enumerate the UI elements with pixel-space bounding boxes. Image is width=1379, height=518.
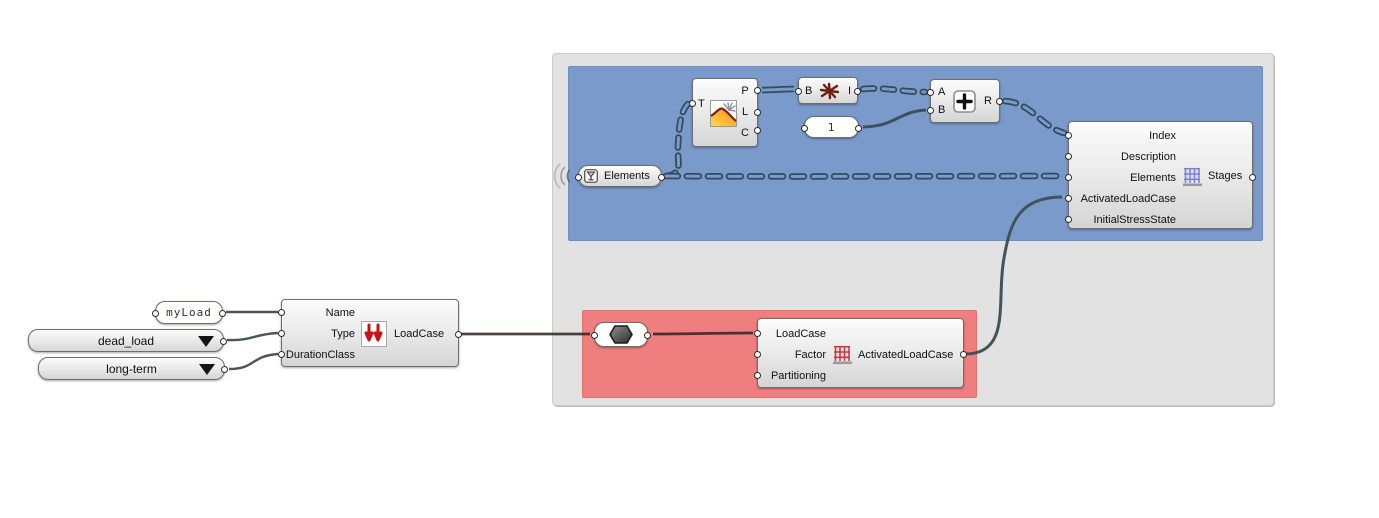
elements-output-nub[interactable] [658,173,665,181]
loadcase-component[interactable]: Name Type DurationClass LoadCase [278,299,462,367]
addition-input-label: A [938,86,946,98]
addition-component[interactable]: A B R [927,79,1003,123]
addition-input-label: B [938,104,946,116]
tree-statistics-p-nub[interactable] [754,87,761,94]
myload-output-nub[interactable] [219,310,226,317]
activatedloadcase-component[interactable]: LoadCase Factor Partitioning ActivatedLo… [754,318,967,388]
tree-statistics-output-label: L [741,105,749,118]
stages-input-label: InitialStressState [1093,213,1176,226]
dropdown-triangle-icon[interactable] [198,336,214,347]
wire-longterm-durationclass [228,352,279,371]
one-panel-text: 1 [827,120,836,134]
dead-load-value: dead_load [97,333,155,348]
stages-component[interactable]: Index Description Elements ActivatedLoad… [1065,121,1256,229]
down-arrows-icon [361,321,387,347]
tree-statistics-l-nub[interactable] [754,109,761,116]
activatedloadcase-input-label: Partitioning [770,369,826,382]
param-y-icon [584,169,598,183]
stages-description-nub[interactable] [1065,153,1072,160]
loadcase-output-nub[interactable] [455,331,462,338]
myload-panel-text: myLoad [166,306,212,319]
activatedloadcase-loadcase-nub[interactable] [754,330,761,337]
b-to-i-output-nub[interactable] [854,88,861,95]
activatedloadcase-input-label: Factor [794,348,826,361]
b-to-i-component[interactable]: B I [795,77,861,104]
stages-input-label: ActivatedLoadCase [1080,192,1176,205]
elements-input-nub[interactable] [575,173,582,181]
myload-input-nub[interactable] [152,310,159,317]
loadcase-grid-icon [833,345,852,365]
hexagon-icon [609,325,633,344]
dead-load-output-nub[interactable] [220,338,227,345]
loadcase-input-label: DurationClass [285,348,355,361]
stages-activatedloadcase-nub[interactable] [1065,195,1072,202]
addition-r-nub[interactable] [996,98,1003,105]
elements-param[interactable]: Elements [575,165,665,187]
loadcase-output-label: LoadCase [394,328,445,340]
stages-input-label: Description [1120,150,1176,163]
addition-output-label: R [984,95,992,107]
loadcase-durationclass-nub[interactable] [278,351,285,358]
loadcase-param-input-nub[interactable] [591,332,598,339]
activatedloadcase-output-label: ActivatedLoadCase [858,349,954,361]
stages-initialstressstate-nub[interactable] [1065,216,1072,223]
activatedloadcase-output-nub[interactable] [960,351,967,358]
loadcase-param[interactable] [591,322,651,347]
loadcase-param-output-nub[interactable] [644,332,651,339]
loadcase-input-label: Type [331,327,355,340]
red-scribble-icon [819,82,840,99]
tree-statistics-t-nub[interactable] [689,100,696,107]
addition-b-nub[interactable] [927,107,934,114]
stages-output-nub[interactable] [1249,174,1256,181]
loadcase-type-nub[interactable] [278,330,285,337]
long-term-value-list[interactable]: long-term [38,357,228,380]
long-term-output-nub[interactable] [221,366,228,373]
one-panel-input-nub[interactable] [801,124,808,132]
myload-panel[interactable]: myLoad [152,301,226,324]
tree-statistics-output-label: C [741,126,749,139]
long-term-value: long-term [106,361,157,376]
stages-output-label: Stages [1208,170,1243,182]
stages-input-label: Elements [1130,171,1176,184]
loadcase-input-label: Name [325,306,355,319]
one-panel[interactable]: 1 [801,116,862,138]
stages-input-label: Index [1149,129,1176,142]
stages-index-nub[interactable] [1065,132,1072,139]
b-to-i-output-label: I [847,84,851,97]
tree-statistics-icon [710,100,737,127]
loadcase-name-nub[interactable] [278,309,285,316]
tree-statistics-c-nub[interactable] [754,127,761,134]
b-to-i-input-label: B [805,84,813,97]
activatedloadcase-factor-nub[interactable] [754,351,761,358]
plus-icon [953,90,976,113]
elements-param-label: Elements [604,170,650,182]
tree-statistics-output-label: P [741,84,749,97]
activatedloadcase-partitioning-nub[interactable] [754,372,761,379]
stages-grid-icon [1183,167,1202,187]
tree-statistics-input-label: T [698,98,705,110]
activatedloadcase-input-label: LoadCase [775,327,826,340]
dead-load-value-list[interactable]: dead_load [28,329,227,352]
tree-statistics-component[interactable]: T P L C [689,78,761,147]
wire-deadload-type [226,331,279,342]
one-panel-output-nub[interactable] [855,124,862,132]
stages-elements-nub[interactable] [1065,174,1072,181]
addition-a-nub[interactable] [927,89,934,96]
dropdown-triangle-icon[interactable] [199,364,215,375]
b-to-i-input-nub[interactable] [795,88,802,95]
